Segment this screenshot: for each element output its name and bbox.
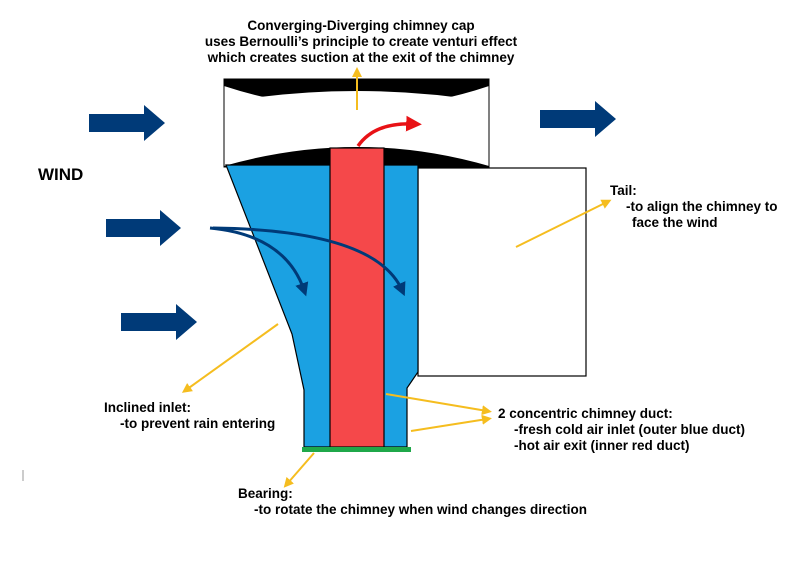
tail-label: Tail: -to align the chimney to face the … (610, 183, 778, 230)
inlet-label: Inclined inlet: -to prevent rain enterin… (104, 400, 276, 431)
inner-red-duct (329, 147, 385, 448)
pointer-bearing (283, 452, 315, 488)
wind-arrow-exit (540, 101, 616, 137)
flow-arrow-right (212, 226, 406, 297)
flow-arrow-left (209, 226, 309, 297)
wind-arrow-top (89, 105, 165, 141)
bearing-label: Bearing: -to rotate the chimney when win… (238, 486, 588, 517)
pointer-inlet (181, 323, 279, 393)
tail (417, 167, 587, 377)
wind-label: WIND (38, 165, 84, 184)
wind-arrow-middle (106, 210, 181, 246)
pointer-lines (181, 67, 612, 488)
hot-air-arrow (356, 115, 422, 148)
pointer-tail (515, 199, 612, 248)
pointer-duct-inner (410, 414, 492, 432)
duct-label: 2 concentric chimney duct: -fresh cold a… (498, 406, 746, 453)
wind-arrows (89, 101, 616, 340)
wind-arrow-bottom (121, 304, 197, 340)
cap-body (224, 86, 489, 166)
cap-label: Converging-Diverging chimney cap uses Be… (204, 18, 518, 65)
bearing (302, 447, 411, 452)
pointer-duct-outer (385, 393, 492, 416)
